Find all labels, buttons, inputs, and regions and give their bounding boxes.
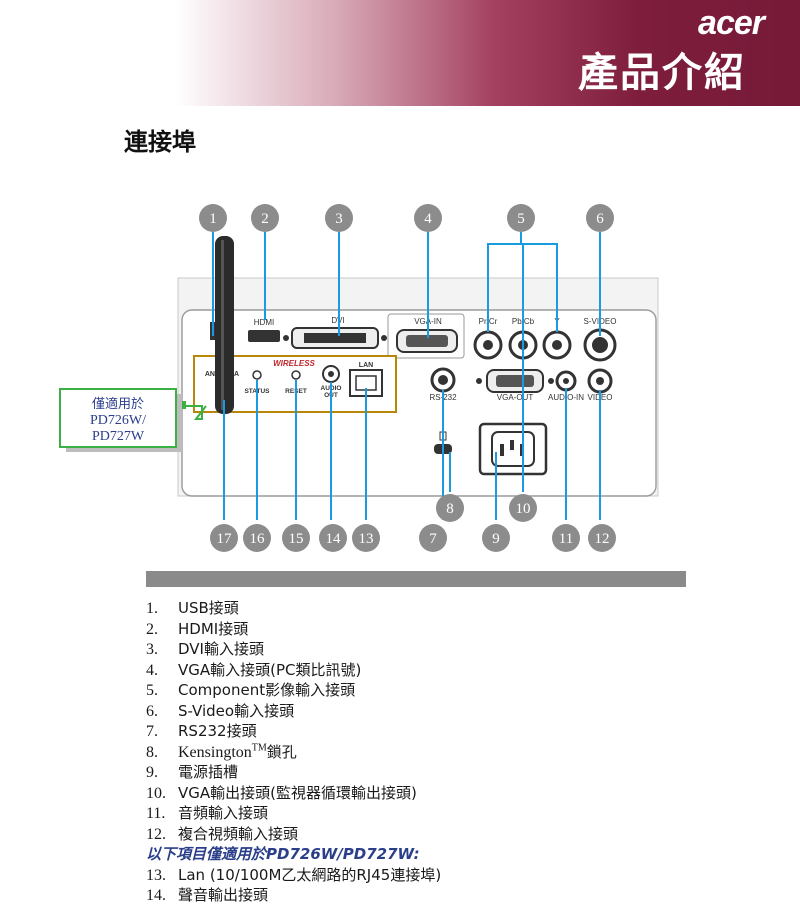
lan-label: LAN [359,362,373,369]
callout-12: 12 [588,524,616,552]
callout-17: 17 [210,524,238,552]
hdmi-label: HDMI [254,318,274,327]
svg-text:2: 2 [261,211,269,227]
model-note-line-3: PD727W [92,429,145,444]
callout-3: 3 [325,204,353,232]
list-item: 4.VGA輸入接頭(PC類比訊號) [146,660,362,679]
callout-7: 7 [419,524,447,552]
callout-11: 11 [552,524,580,552]
antenna [215,236,234,414]
callout-top-group: 1 2 3 4 5 6 [199,204,614,232]
svg-text:12: 12 [595,531,610,547]
list-item: 11.音頻輸入接頭 [146,804,269,822]
callout-4: 4 [414,204,442,232]
svg-text:4: 4 [424,211,432,227]
page-header: acer 產品介紹 [0,0,800,106]
svg-text:3: 3 [335,211,343,227]
svg-text:15: 15 [289,531,304,547]
vga-in-bezel [387,313,465,359]
connection-ports-diagram: HDMI DVI VGA-IN Pr/Cr Pb/Cb Y S-VIDEO WI… [59,204,659,552]
svg-text:11: 11 [559,531,573,547]
callout-1: 1 [199,204,227,232]
callout-13: 13 [352,524,380,552]
model-note-line-1: 僅適用於 [92,396,144,412]
model-note-line-2: PD726W/ [90,413,146,428]
list-item: 2.HDMI接頭 [146,619,249,638]
list-item: 13.Lan (10/100M乙太網路的RJ45連接埠) [146,865,442,884]
list-item: 14.聲音輸出接頭 [146,886,269,904]
callout-16: 16 [243,524,271,552]
list-item: 3.DVI輸入接頭 [146,640,264,658]
list-item: 8.KensingtonTM鎖孔 [146,742,297,761]
list-item: 6.S-Video輸入接頭 [146,701,295,720]
status-led [252,370,262,380]
svg-text:14: 14 [326,531,342,547]
callout-8: 8 [436,494,464,522]
svg-text:10: 10 [516,501,531,517]
callout-6: 6 [586,204,614,232]
callout-bottom-group: 17 16 15 14 13 7 9 11 12 [210,524,616,552]
callout-15: 15 [282,524,310,552]
reset-button-hole [291,370,301,380]
list-item: 12.複合視頻輸入接頭 [146,824,299,843]
acer-logo: acer [698,4,765,42]
callout-5: 5 [507,204,535,232]
note-connector [178,405,207,420]
list-item: 1.USB接頭 [146,599,239,617]
list-item: 7.RS232接頭 [146,722,257,740]
callout-mid-group: 8 10 [436,494,537,522]
svg-text:7: 7 [429,531,437,547]
header-title: 產品介紹 [578,50,746,96]
list-item: 5.Component影像輸入接頭 [146,681,356,699]
svg-text:8: 8 [446,501,454,517]
svg-text:9: 9 [492,531,500,547]
wireless-label: WIRELESS [273,359,315,368]
port-list: 1.USB接頭 2.HDMI接頭 3.DVI輸入接頭 4.VGA輸入接頭(PC類… [146,598,441,906]
list-item: 9.電源插槽 [146,763,239,781]
svg-text:16: 16 [250,531,266,547]
svg-text:13: 13 [359,531,374,547]
callout-14: 14 [319,524,347,552]
section-divider-bar [146,571,686,587]
svg-text:1: 1 [209,211,217,227]
leader-lines [212,232,601,520]
list-item: 10.VGA輸出接頭(監視器循環輸出接頭) [146,783,417,802]
callout-9: 9 [482,524,510,552]
svg-text:6: 6 [596,211,604,227]
model-note-box [59,388,177,448]
model-only-note: 以下項目僅適用於PD726W/PD727W: [146,845,420,863]
callout-10: 10 [509,494,537,522]
callout-2: 2 [251,204,279,232]
section-title: 連接埠 [124,128,196,156]
svg-text:17: 17 [217,531,233,547]
svg-text:5: 5 [517,211,525,227]
vga-out-label: VGA-OUT [497,393,534,402]
hdmi-port [248,330,280,342]
